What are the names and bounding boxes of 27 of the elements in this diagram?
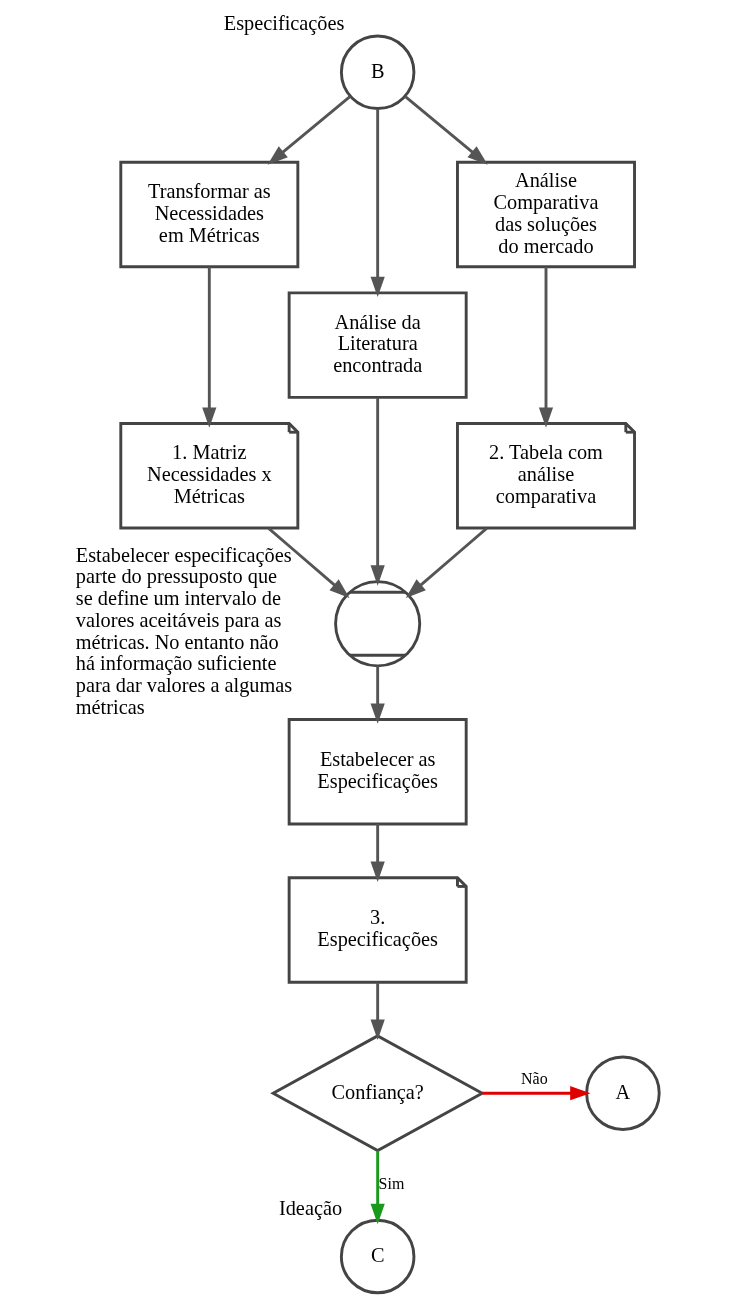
node-box: Estabelecer as Especificações (287, 718, 468, 826)
node-label: Especificações (223, 12, 344, 35)
node-box: Análise Comparativa das soluções do mercado (455, 160, 636, 269)
arrow (370, 666, 385, 724)
node-diamond: Confiança? (269, 1034, 485, 1153)
arrow (370, 982, 385, 1040)
arrow (370, 824, 385, 882)
node-circle: A (584, 1055, 661, 1131)
arrow (267, 95, 351, 165)
node-circle (333, 580, 421, 668)
node-circle: B (339, 34, 415, 110)
arrow (405, 527, 488, 599)
arrow (370, 1150, 385, 1225)
edge-label: Sim (378, 1175, 404, 1193)
arrow (370, 109, 385, 298)
arrow (538, 267, 553, 428)
arrow (370, 397, 385, 586)
arrow (201, 267, 216, 428)
arrow (403, 95, 488, 165)
node-label: Ideação (278, 1196, 342, 1219)
node-circle: C (339, 1218, 415, 1295)
arrow (267, 527, 350, 599)
node-box: Transformar as Necessidades em Métricas (118, 160, 299, 269)
node-box: Análise da Literatura encontrada (287, 291, 468, 399)
edge-label: Não (520, 1070, 548, 1088)
node-label: Estabelecer especificações parte do pressuposto que se define um intervalo de valores aceitáveis para as métricas. No entanto não há informação suficiente para dar valores a algumas métricas (75, 543, 292, 719)
arrow (481, 1086, 591, 1101)
